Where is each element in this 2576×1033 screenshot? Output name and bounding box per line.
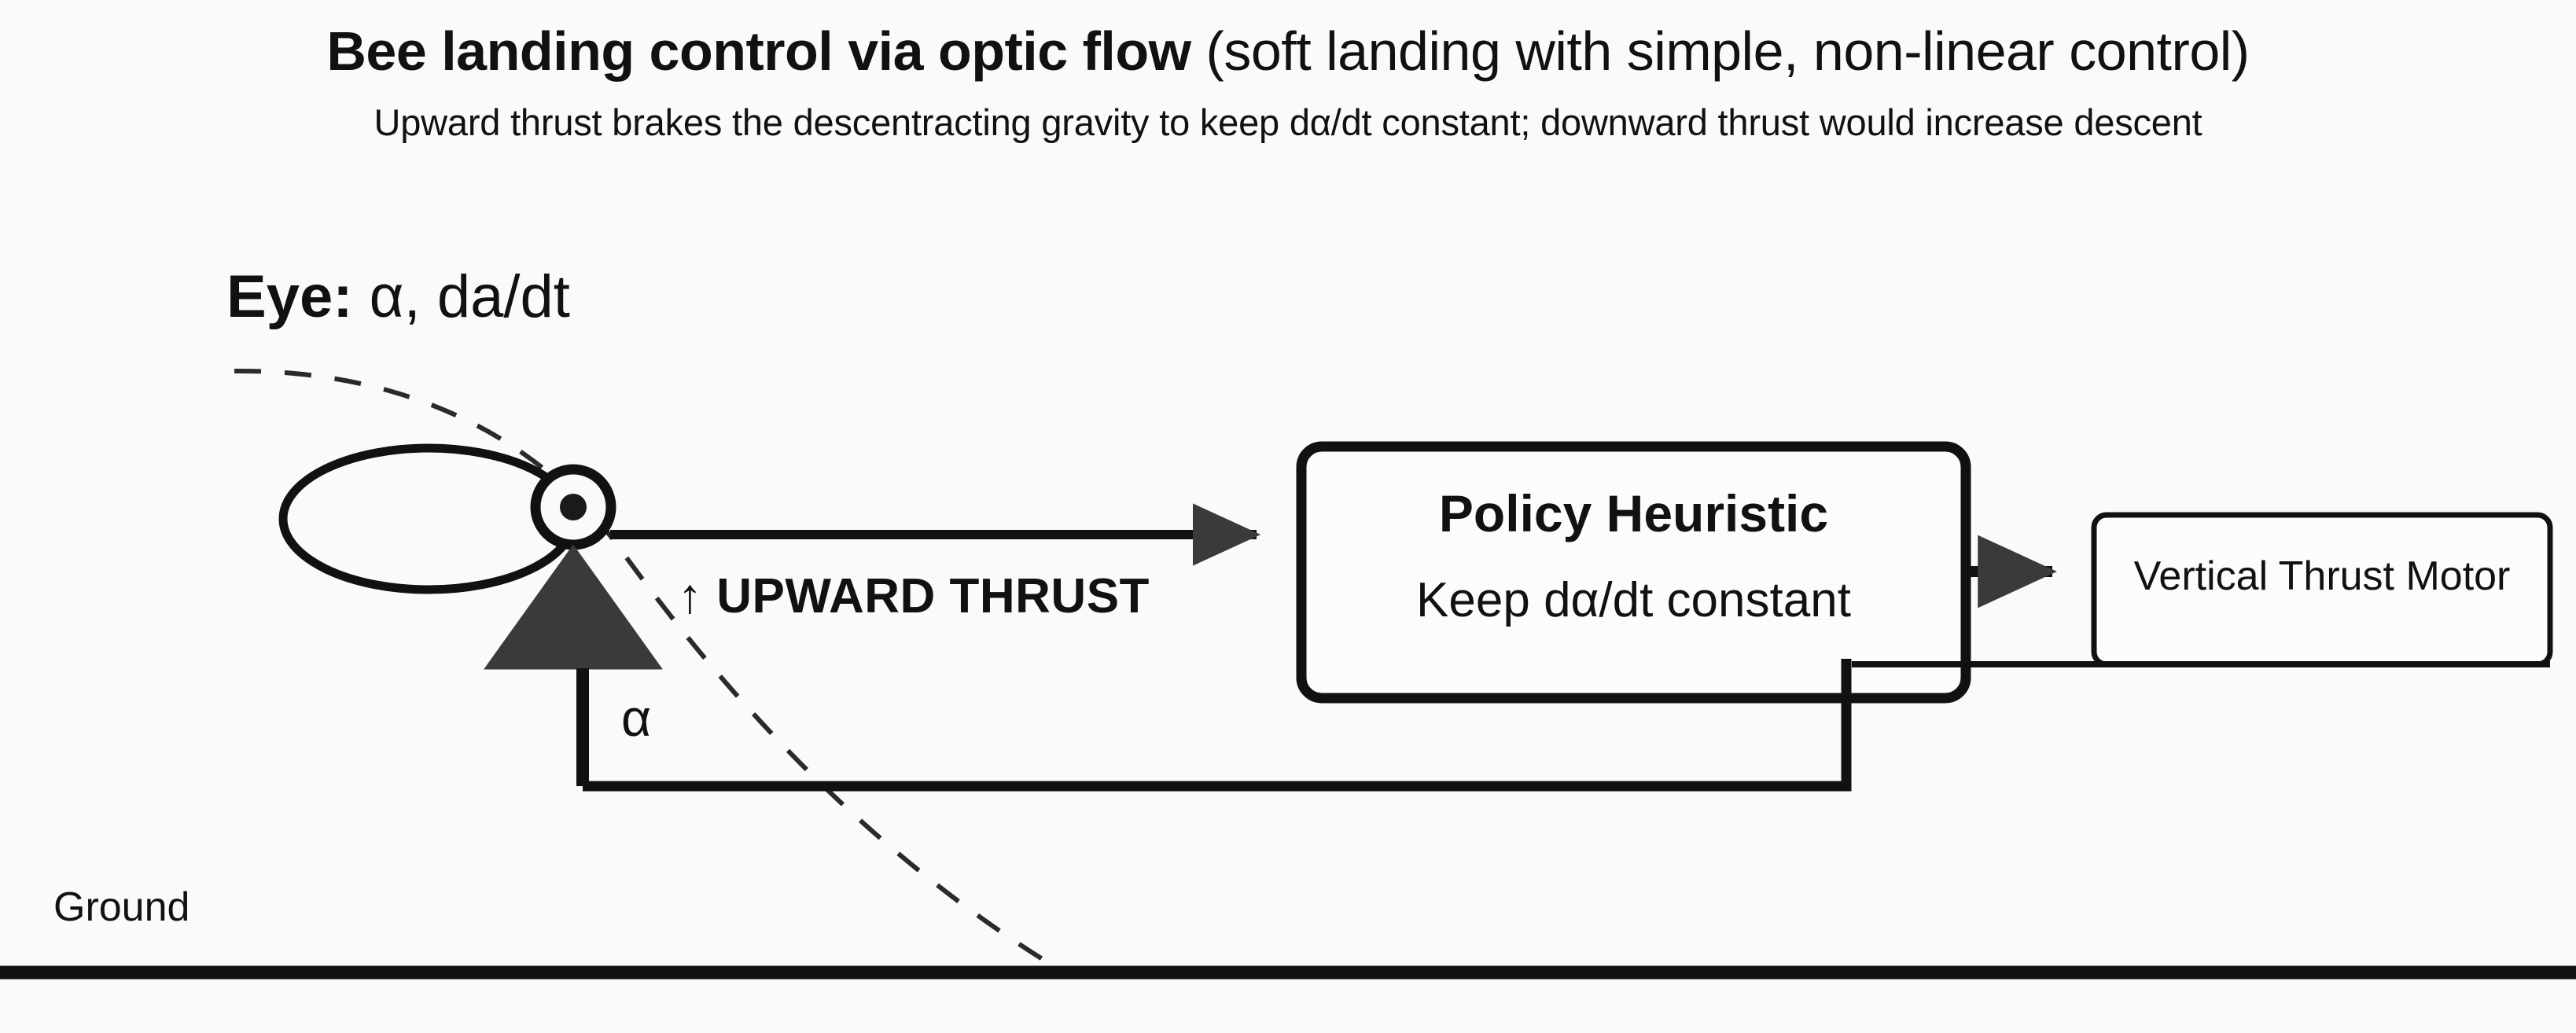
eye-label-strong: Eye: — [226, 263, 353, 330]
title-strong: Bee landing control via optic flow — [326, 20, 1191, 82]
title-light: (soft landing with simple, non-linear co… — [1190, 20, 2250, 82]
policy-heuristic-title: Policy Heuristic — [1438, 484, 1829, 542]
bee-body-ellipse — [278, 443, 579, 594]
page-subtitle: Upward thrust brakes the descentracting … — [374, 101, 2202, 143]
policy-heuristic-subtitle: Keep dα/dt constant — [1416, 573, 1851, 627]
header: Bee landing control via optic flow (soft… — [0, 0, 2576, 142]
eye-label-light: α, da/dt — [352, 263, 570, 330]
eye-label: Eye: α, da/dt — [226, 267, 570, 327]
upward-thrust-label: ↑ UPWARD THRUST — [678, 569, 1150, 623]
ground-label: Ground — [53, 884, 190, 930]
page-title: Bee landing control via optic flow (soft… — [0, 20, 2576, 82]
descent-trajectory-dashed-path — [234, 368, 1059, 971]
thrust-arrow-triangle — [484, 544, 663, 670]
vertical-thrust-motor-title: Vertical Thrust Motor — [2133, 553, 2511, 599]
alpha-signal-label: α — [621, 689, 652, 747]
edge-feedback-drop-and-return — [583, 659, 1852, 792]
bee-eye-pupil-dot — [560, 494, 587, 520]
